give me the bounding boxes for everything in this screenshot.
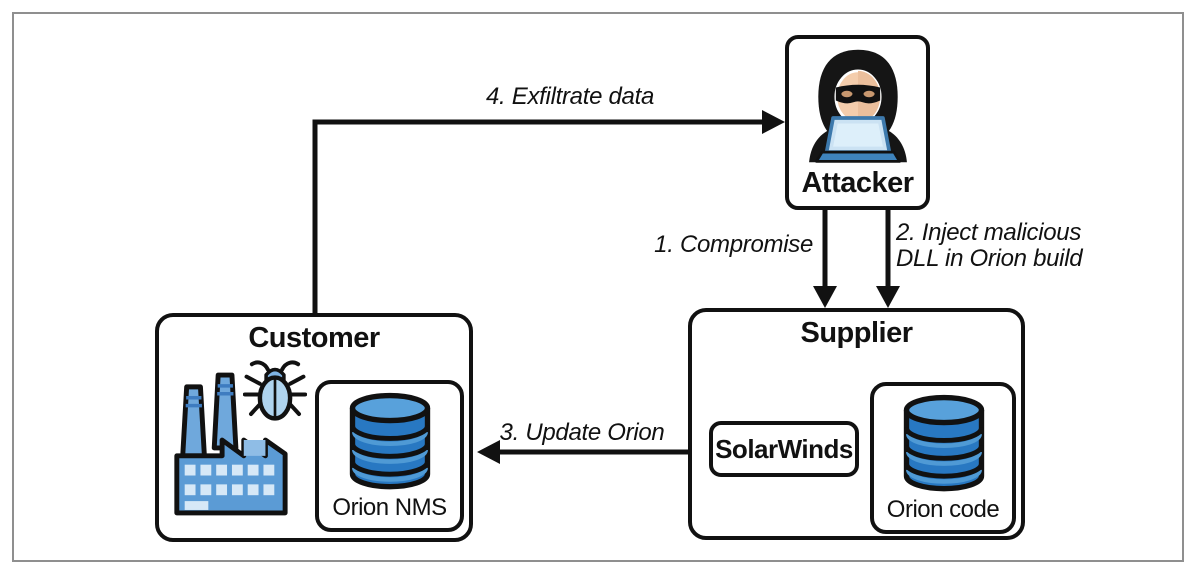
- figure-frame: [12, 12, 1184, 562]
- customer-node: Customer: [155, 313, 473, 542]
- attacker-icon: [809, 49, 907, 163]
- update-arrowhead: [477, 440, 500, 464]
- orion-nms-box: Orion NMS: [315, 380, 464, 532]
- exfiltrate-arrow-line: [312, 119, 764, 313]
- database-icon: [903, 394, 985, 492]
- orion-code-box: Orion code: [870, 382, 1016, 534]
- inject-label: 2. Inject malicious DLL in Orion build: [896, 220, 1096, 272]
- update-label: 3. Update Orion: [499, 419, 665, 446]
- exfiltrate-label: 4. Exfiltrate data: [485, 83, 655, 110]
- supplier-title: Supplier: [800, 317, 913, 349]
- inject-label-line2: DLL in Orion build: [896, 245, 1083, 272]
- orion-code-label: Orion code: [886, 496, 1000, 523]
- customer-title: Customer: [248, 322, 380, 354]
- orion-nms-label: Orion NMS: [332, 494, 447, 521]
- compromise-label: 1. Compromise: [654, 231, 813, 258]
- inject-label-line1: 2. Inject malicious: [896, 219, 1082, 246]
- inject-arrowhead: [876, 286, 900, 308]
- exfiltrate-arrowhead: [762, 110, 785, 134]
- supplier-node: Supplier SolarWinds Orion code: [688, 308, 1025, 540]
- solarwinds-chip: SolarWinds: [709, 421, 859, 477]
- attacker-title: Attacker: [801, 167, 914, 199]
- database-icon: [349, 392, 431, 490]
- attacker-node: Attacker: [785, 35, 930, 210]
- compromise-arrowhead: [813, 286, 837, 308]
- factory-icon: [174, 372, 288, 516]
- bug-icon: [243, 360, 307, 421]
